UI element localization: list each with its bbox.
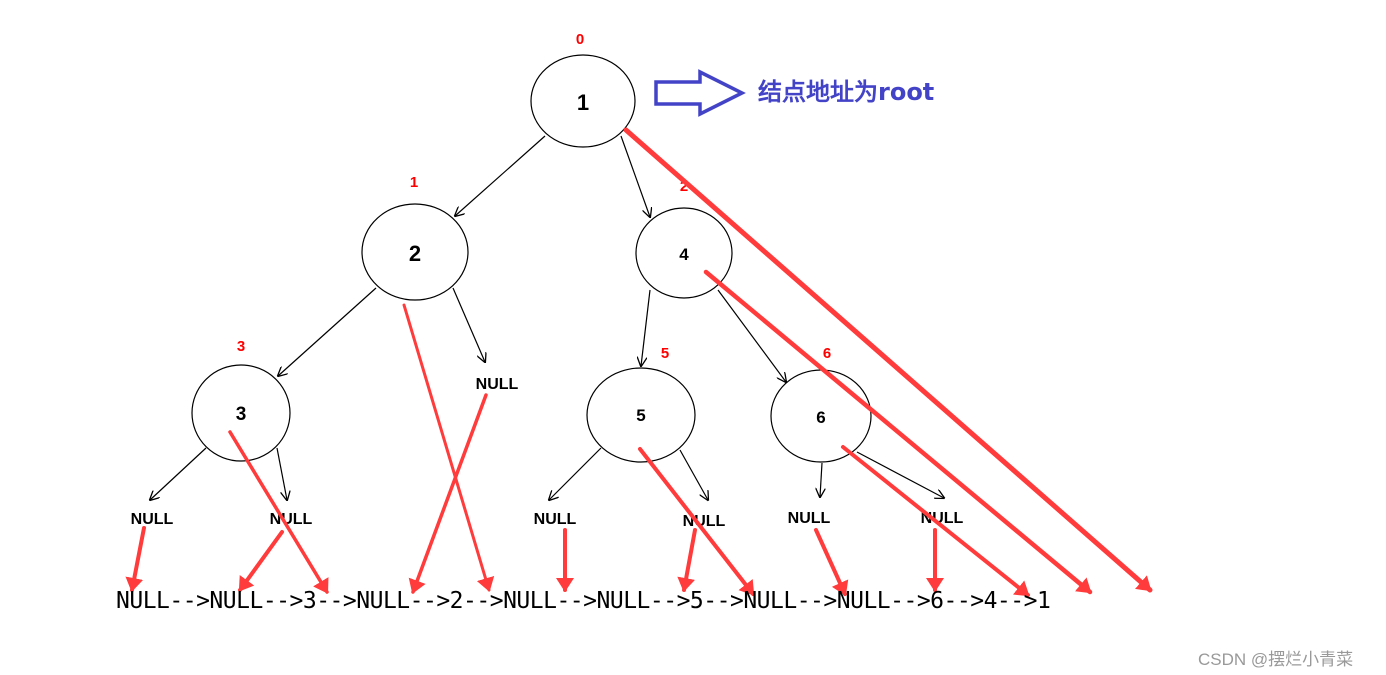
hollow-arrow-icon bbox=[654, 69, 746, 117]
node-3: 3 3 bbox=[191, 338, 291, 462]
null-leaf: NULL bbox=[788, 510, 831, 527]
trav-arrow bbox=[408, 393, 488, 594]
node-index: 3 bbox=[237, 338, 245, 355]
node-value: 2 bbox=[409, 241, 421, 266]
node-index: 1 bbox=[410, 174, 418, 191]
edge-4-5 bbox=[641, 289, 651, 366]
node-index: 0 bbox=[576, 31, 584, 48]
null-leaf: NULL bbox=[270, 511, 313, 528]
trav-arrow bbox=[814, 528, 849, 596]
node-6: 6 6 bbox=[770, 345, 872, 463]
node-value: 6 bbox=[816, 408, 825, 427]
trav-arrow bbox=[402, 303, 495, 592]
edge-1-2 bbox=[455, 135, 546, 216]
watermark: CSDN @摆烂小青菜 bbox=[1198, 650, 1354, 669]
null-leaf: NULL bbox=[131, 511, 174, 528]
trav-arrow bbox=[638, 447, 755, 596]
edge-3-nullR bbox=[276, 447, 287, 500]
node-5: 5 5 bbox=[586, 345, 696, 463]
traversal-arrows bbox=[125, 127, 1153, 597]
edge-1-4 bbox=[620, 135, 650, 217]
null-leaf: NULL bbox=[683, 513, 726, 530]
trav-arrow bbox=[125, 526, 146, 592]
node-value: 4 bbox=[679, 245, 689, 264]
null-leaf: NULL bbox=[921, 510, 964, 527]
node-value: 3 bbox=[236, 404, 247, 425]
trav-arrow bbox=[228, 430, 329, 594]
edge-2-3 bbox=[278, 287, 377, 376]
edge-5-nullR bbox=[679, 449, 708, 500]
root-annotation: 结点地址为root bbox=[758, 78, 935, 106]
edge-5-nullL bbox=[549, 447, 602, 500]
null-leaf: NULL bbox=[476, 376, 519, 393]
node-value: 5 bbox=[636, 406, 645, 425]
edge-3-nullL bbox=[150, 447, 207, 500]
trav-arrow bbox=[841, 445, 1030, 597]
trav-arrow bbox=[677, 528, 697, 592]
postorder-sequence: NULL-->NULL-->3-->NULL-->2-->NULL-->NULL… bbox=[116, 588, 1051, 614]
node-index: 2 bbox=[680, 178, 688, 195]
node-1: 1 0 bbox=[530, 31, 636, 148]
edge-4-6 bbox=[717, 289, 786, 382]
edge-6-nullR bbox=[856, 451, 944, 498]
trav-arrow bbox=[703, 269, 1093, 595]
null-leaf: NULL bbox=[534, 511, 577, 528]
edge-2-null bbox=[452, 287, 485, 362]
trav-arrow bbox=[623, 127, 1153, 593]
edge-6-nullL bbox=[820, 462, 822, 497]
trav-arrow bbox=[238, 530, 284, 592]
node-index: 6 bbox=[823, 345, 831, 362]
tree-edges bbox=[150, 135, 944, 500]
node-2: 2 1 bbox=[361, 174, 469, 301]
null-leaves: NULL NULL NULL NULL NULL NULL NULL bbox=[131, 376, 964, 530]
node-index: 5 bbox=[661, 345, 669, 362]
node-value: 1 bbox=[577, 90, 589, 115]
